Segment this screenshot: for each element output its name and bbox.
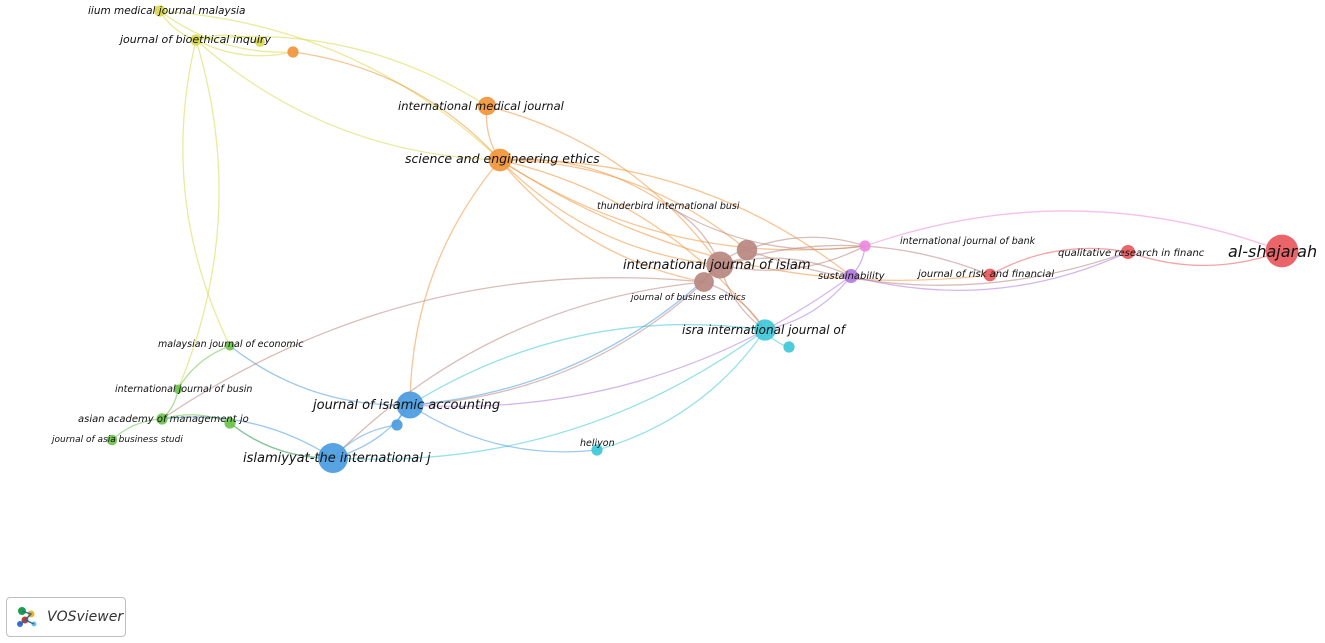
link-jbe-jia <box>409 281 705 406</box>
link-asian_acad-green2 <box>161 414 231 424</box>
node-heliyon[interactable] <box>591 444 603 456</box>
link-risk_fin-qual_fin <box>989 247 1129 276</box>
vosviewer-logo: VOSviewer <box>6 597 126 637</box>
node-layer <box>106 5 1299 473</box>
node-label-sci_eng: science and engineering ethics <box>405 151 600 166</box>
link-sustainability-isra <box>764 275 852 331</box>
node-label-ij_bank: international journal of bank <box>900 236 1036 247</box>
link-jia-mje <box>229 345 411 406</box>
link-sci_eng-jbe <box>499 159 705 283</box>
node-iium[interactable] <box>154 5 166 17</box>
node-label-mje: malaysian journal of economic <box>158 339 304 350</box>
link-sci_eng-isra <box>499 159 766 331</box>
node-label-thunderbird: thunderbird international busi <box>597 201 740 212</box>
node-yellow2[interactable] <box>255 37 265 47</box>
node-label-bioethical: journal of bioethical inquiry <box>118 33 271 46</box>
node-brown2[interactable] <box>736 239 758 261</box>
link-bioethical-ijb <box>177 39 220 390</box>
node-green2[interactable] <box>224 417 236 429</box>
link-islamiyyat-asian_acad <box>161 416 334 459</box>
link-bioethical-sci_eng <box>195 39 501 161</box>
node-bioethical[interactable] <box>190 34 202 46</box>
node-ij_islam[interactable] <box>706 251 734 279</box>
link-sustainability-qual_fin <box>850 251 1129 292</box>
node-orange_small[interactable] <box>287 46 299 58</box>
node-sci_eng[interactable] <box>488 148 512 172</box>
node-risk_fin[interactable] <box>983 268 997 282</box>
link-sci_eng-jia <box>409 159 501 406</box>
link-isra-jia <box>409 323 766 406</box>
node-jbe[interactable] <box>694 272 714 292</box>
node-shajarah[interactable] <box>1265 234 1299 268</box>
link-sci_eng-ij_islam <box>499 159 721 266</box>
node-label-islamiyyat: islamiyyat-the international j <box>243 451 431 466</box>
node-cyan2[interactable] <box>783 341 795 353</box>
link-ij_islam-ij_bank <box>719 245 866 271</box>
node-ijb[interactable] <box>173 384 183 394</box>
node-label-qual_fin: qualitative research in financ <box>1058 248 1205 259</box>
link-bioethical-intl_medical <box>195 35 488 107</box>
node-asian_acad[interactable] <box>156 413 168 425</box>
link-sci_eng-brown2 <box>499 159 748 251</box>
link-jia-ij_islam <box>409 264 721 406</box>
link-isra-heliyon <box>596 329 766 451</box>
node-isra[interactable] <box>754 319 776 341</box>
node-label-asia_bus: journal of asia business studi <box>50 435 183 445</box>
node-qual_fin[interactable] <box>1120 244 1136 260</box>
node-label-ij_islam: international journal of islam <box>623 258 811 273</box>
link-bioethical-mje <box>182 39 231 347</box>
link-thunderbird-ij_bank <box>667 205 866 250</box>
node-intl_medical[interactable] <box>477 96 497 116</box>
link-jia-heliyon <box>409 404 598 453</box>
link-iium-sci_eng <box>159 10 501 161</box>
node-mje[interactable] <box>225 341 235 351</box>
node-label-isra: isra international journal of <box>682 323 847 337</box>
vosviewer-logo-text: VOSviewer <box>47 609 124 625</box>
node-label-risk_fin: journal of risk and financial <box>916 269 1054 280</box>
node-label-jia: journal of islamic accounting <box>311 398 500 413</box>
link-intl_medical-ij_islam <box>486 105 721 266</box>
link-jbe-asian_acad <box>161 277 705 420</box>
node-blue_small[interactable] <box>391 419 403 431</box>
node-label-ijb: international journal of busin <box>115 384 252 395</box>
link-mje-ijb <box>177 345 231 390</box>
node-islamiyyat[interactable] <box>318 443 348 473</box>
node-label-sustainability: sustainability <box>818 271 886 282</box>
link-ij_bank-shajarah <box>864 210 1283 252</box>
link-ij_islam-sustainability <box>719 257 852 277</box>
node-label-heliyon: heliyon <box>580 438 615 449</box>
link-bioethical-orange_small <box>195 39 294 57</box>
link-bioethical-yellow2 <box>195 34 261 43</box>
link-qual_fin-shajarah <box>1127 250 1283 266</box>
link-layer <box>111 10 1283 460</box>
node-label-asian_acad: asian academy of management jo <box>78 414 249 425</box>
node-ij_bank[interactable] <box>859 240 871 252</box>
link-sci_eng-sustainability <box>499 159 852 277</box>
node-asia_bus[interactable] <box>106 434 118 446</box>
node-label-intl_medical: international medical journal <box>398 99 565 113</box>
node-label-iium: iium medical journal malaysia <box>88 5 246 17</box>
link-orange_small-sci_eng <box>292 51 501 161</box>
link-sustainability-jia <box>409 275 852 408</box>
link-jbe-islamiyyat <box>332 281 705 459</box>
node-jia[interactable] <box>396 391 424 419</box>
node-label-shajarah: al-shajarah <box>1228 242 1317 261</box>
link-iium-orange_small <box>159 10 294 53</box>
link-isra-islamiyyat <box>332 329 766 460</box>
label-layer: iium medical journal malaysia journal of … <box>50 5 1317 466</box>
vosviewer-icon <box>17 607 37 627</box>
node-label-jbe: journal of business ethics <box>629 293 746 303</box>
link-brown2-ij_bank <box>746 236 866 251</box>
link-brown2-qual_fin <box>746 249 1129 286</box>
node-sustainability[interactable] <box>843 268 859 284</box>
